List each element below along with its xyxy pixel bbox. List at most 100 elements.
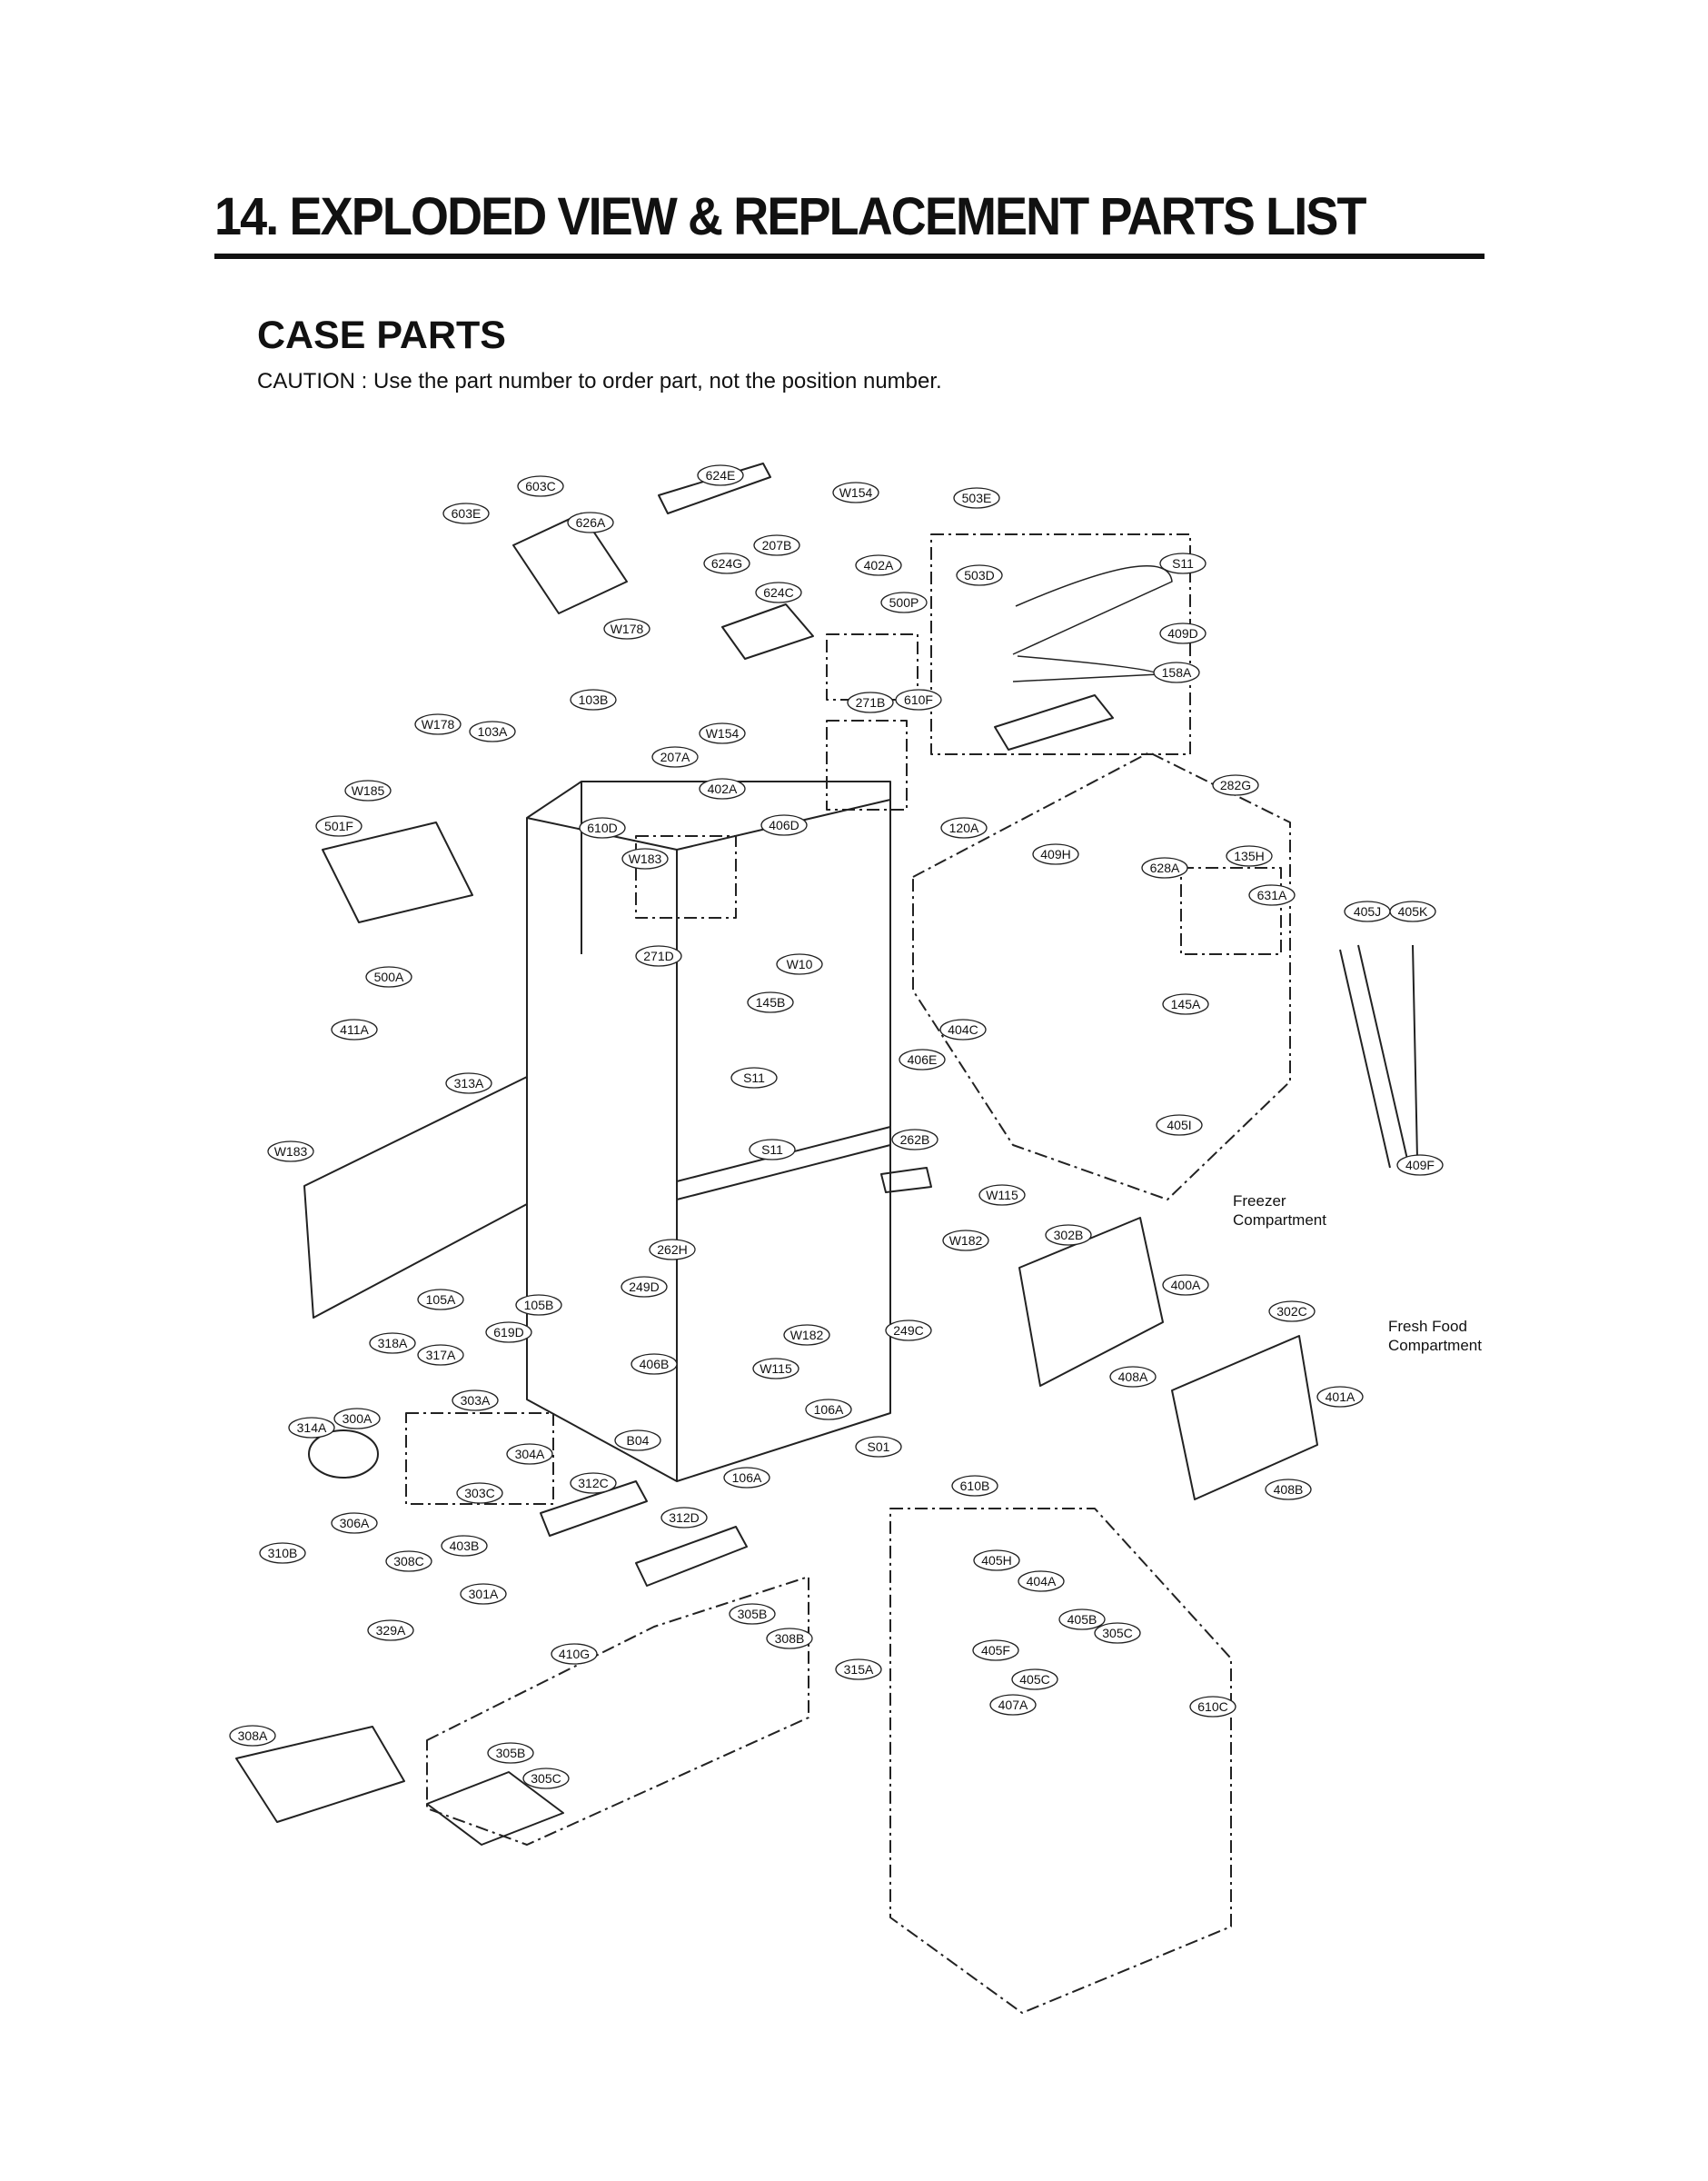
callout-bubble [1248,884,1296,906]
callout-bubble [1265,1479,1312,1500]
callout-label: 402A [708,782,738,796]
callout-label: W10 [787,957,813,971]
callout-bubble [445,1072,492,1094]
callout-bubble [939,1019,987,1041]
callout-628a: 628A [1141,857,1188,879]
section-title: CASE PARTS [257,314,506,357]
callout-label: 400A [1171,1278,1201,1292]
callout-bubble [747,991,794,1013]
callout-label: 120A [949,821,979,835]
callout-bubble [972,1639,1019,1661]
callout-label: 409H [1040,847,1070,861]
callout-bubble [1162,1274,1209,1296]
callout-405c: 405C [1011,1668,1058,1690]
callout-label: 317A [426,1348,456,1362]
callout-label: 302C [1276,1304,1306,1319]
callout-bubble [766,1628,813,1649]
callout-bubble [579,817,626,839]
callout-label: 329A [376,1623,406,1638]
callout-bubble [506,1443,553,1465]
callout-bubble [1189,1696,1236,1718]
callout-bubble [649,1239,696,1260]
callout-label: 409D [1167,626,1197,641]
callout-w115: W115 [978,1184,1026,1206]
callout-label: 145A [1171,997,1201,1011]
callout-label: 628A [1150,861,1180,875]
callout-401a: 401A [1316,1386,1364,1408]
callout-b04: B04 [614,1429,661,1451]
callout-label: 405C [1019,1672,1049,1687]
callout-label: W182 [790,1328,824,1342]
callout-label: 610B [960,1479,990,1493]
callout-bubble [456,1482,503,1504]
lamp-cover [994,694,1114,751]
callout-label: 318A [378,1336,408,1350]
callout-label: 500A [374,970,404,984]
compressor [308,1429,379,1479]
part-drawings [235,463,1418,2014]
callout-bubble [452,1389,499,1411]
callout-bubble [344,780,392,802]
callout-w115: W115 [752,1358,799,1379]
callout-bubble [1141,857,1188,879]
callout-label: 405K [1398,904,1428,919]
callout-label: W182 [949,1233,983,1248]
callout-label: 312D [669,1510,699,1525]
callout-bubble [614,1429,661,1451]
callout-bubble [1389,901,1436,922]
callout-label: W183 [629,851,662,866]
callout-501f: 501F [315,815,362,837]
door-bin-312d [635,1526,748,1587]
callout-label: 145B [756,995,786,1010]
callout-bubble [753,534,800,556]
callout-403b: 403B [441,1535,488,1557]
callout-label: 402A [864,558,894,573]
callout-bubble [699,722,746,744]
callout-w154: W154 [699,722,746,744]
callout-label: 312C [578,1476,608,1490]
callout-label: 407A [998,1698,1028,1712]
callout-103a: 103A [469,721,516,742]
callout-label: W115 [760,1361,792,1376]
callout-label: 406E [908,1052,938,1067]
callout-409h: 409H [1032,843,1079,865]
callout-145b: 145B [747,991,794,1013]
callout-label: 103A [478,724,508,739]
callout-135h: 135H [1226,845,1273,867]
callout-label: 631A [1257,888,1287,902]
callout-bubble [1162,993,1209,1015]
callout-bubble [331,1019,378,1041]
callout-label: 310B [268,1546,298,1560]
callout-label: 405B [1068,1612,1097,1627]
callout-271b: 271B [847,692,894,713]
callout-label: 207A [660,750,690,764]
callout-bubble [978,1184,1026,1206]
callout-306a: 306A [331,1512,378,1534]
callout-400a: 400A [1162,1274,1209,1296]
callout-300a: 300A [333,1408,381,1429]
callout-302b: 302B [1045,1224,1092,1246]
callout-bubble [895,689,942,711]
callout-313a: 313A [445,1072,492,1094]
callout-bubble [755,582,802,603]
callout-label: 500P [889,595,919,610]
callout-631a: 631A [1248,884,1296,906]
duct-rail [1339,944,1418,1169]
wire-loop [1012,564,1173,655]
callout-bubble [880,592,928,613]
callout-bubble [951,1475,998,1497]
callout-label: W115 [986,1188,1018,1202]
callout-207b: 207B [753,534,800,556]
shelf-frame [322,822,473,923]
callout-w154: W154 [832,482,879,503]
callout-500a: 500A [365,966,412,988]
callout-label: W154 [706,726,740,741]
callout-bubble [621,1276,668,1298]
callout-label: 308A [238,1728,268,1743]
callout-bubble [776,953,823,975]
callout-bubble [729,1603,776,1625]
freezer-evaporator [1018,1217,1164,1387]
drain-tray [235,1726,405,1823]
control-box-item-outline [826,633,919,701]
callout-bubble [1159,622,1207,644]
